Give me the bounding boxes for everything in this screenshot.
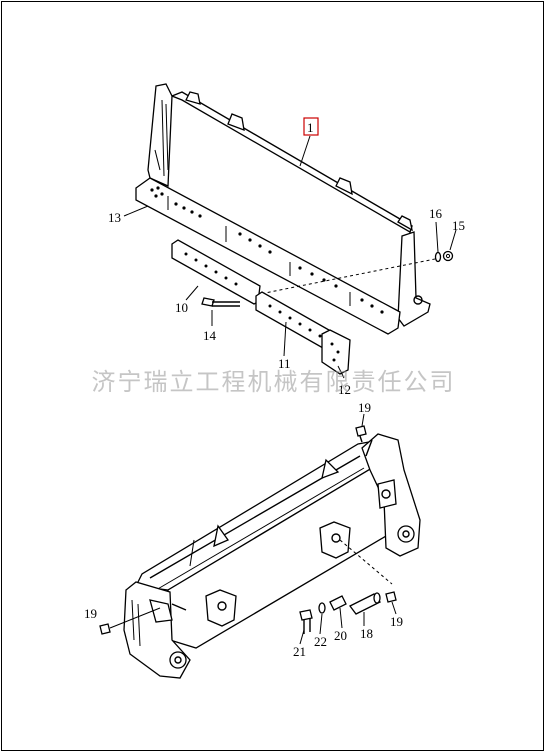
callout-19-right: 19: [390, 614, 403, 629]
callout-12: 12: [338, 382, 351, 397]
blade-cutting-edge-strip: [135, 177, 401, 335]
blade-right-end: [397, 231, 431, 327]
washer-22: [318, 602, 326, 614]
end-bit-12: [321, 329, 351, 375]
callout-19-top: 19: [358, 400, 371, 415]
callout-1: 1: [307, 120, 314, 135]
grease-fitting-19-left: [99, 607, 161, 635]
blade-top-rib: [335, 177, 353, 196]
blade-assembly: [135, 83, 441, 335]
callout-11: 11: [278, 356, 291, 371]
bolt-14: [201, 297, 240, 307]
blade-top-rib: [397, 215, 413, 232]
blade-left-endplate: [147, 83, 173, 187]
frame-bracket: [319, 521, 351, 559]
grease-fitting-19-right: [385, 591, 397, 603]
callout-21: 21: [293, 644, 306, 659]
frame-bracket: [205, 589, 237, 627]
blade-top-rib: [227, 113, 245, 132]
callout-15: 15: [452, 218, 465, 233]
callout-22: 22: [314, 634, 327, 649]
callout-14: 14: [203, 328, 217, 343]
callout-1-highlight-box: [303, 117, 319, 136]
push-frame-assembly: [123, 433, 421, 679]
washer-16: [434, 251, 442, 263]
callout-13: 13: [108, 210, 121, 225]
bolt-21: [299, 609, 313, 634]
pin-18: [349, 592, 381, 615]
blade-bolt-holes: [150, 186, 384, 314]
grease-fitting-19-top: [355, 425, 367, 443]
callout-10: 10: [175, 300, 188, 315]
callout-20: 20: [334, 628, 347, 643]
nut-15: [442, 250, 454, 262]
pin-20: [329, 595, 347, 611]
callout-16: 16: [429, 206, 443, 221]
callout-18: 18: [360, 626, 373, 641]
callout-leaders: [123, 135, 457, 645]
blade-top-rib: [185, 91, 201, 105]
callout-19-left: 19: [84, 606, 97, 621]
